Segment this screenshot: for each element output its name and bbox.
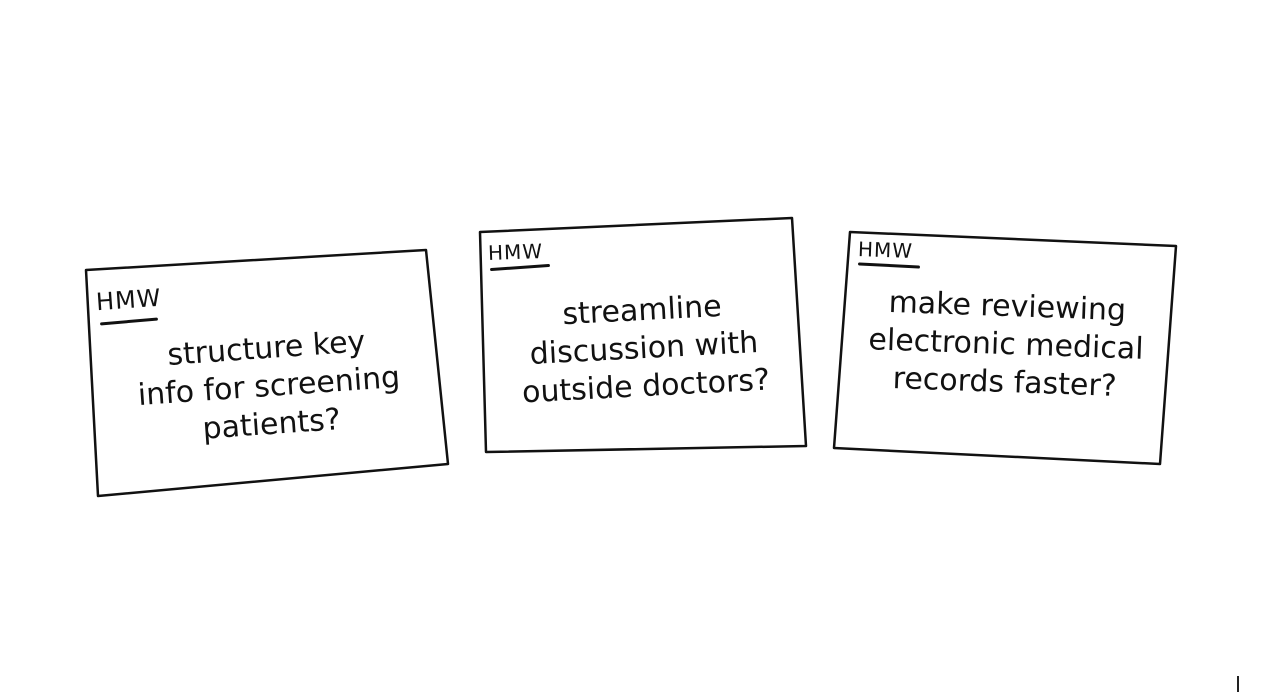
card-question: structure key info for screening patient… — [110, 319, 427, 454]
text-cursor — [1237, 676, 1239, 692]
card-question: streamline discussion with outside docto… — [491, 284, 797, 414]
hmw-label: HMW — [857, 237, 914, 263]
card-question: make reviewing electronic medical record… — [846, 283, 1166, 408]
card-outline — [478, 216, 808, 454]
card-outline — [832, 230, 1178, 466]
card-outline — [84, 248, 450, 498]
hmw-card-2: HMW streamline discussion with outside d… — [474, 216, 814, 456]
hmw-label: HMW — [487, 239, 544, 265]
hmw-card-1: HMW structure key info for screening pat… — [84, 248, 454, 500]
hmw-label: HMW — [95, 283, 163, 317]
hmw-card-3: HMW make reviewing electronic medical re… — [830, 228, 1182, 470]
